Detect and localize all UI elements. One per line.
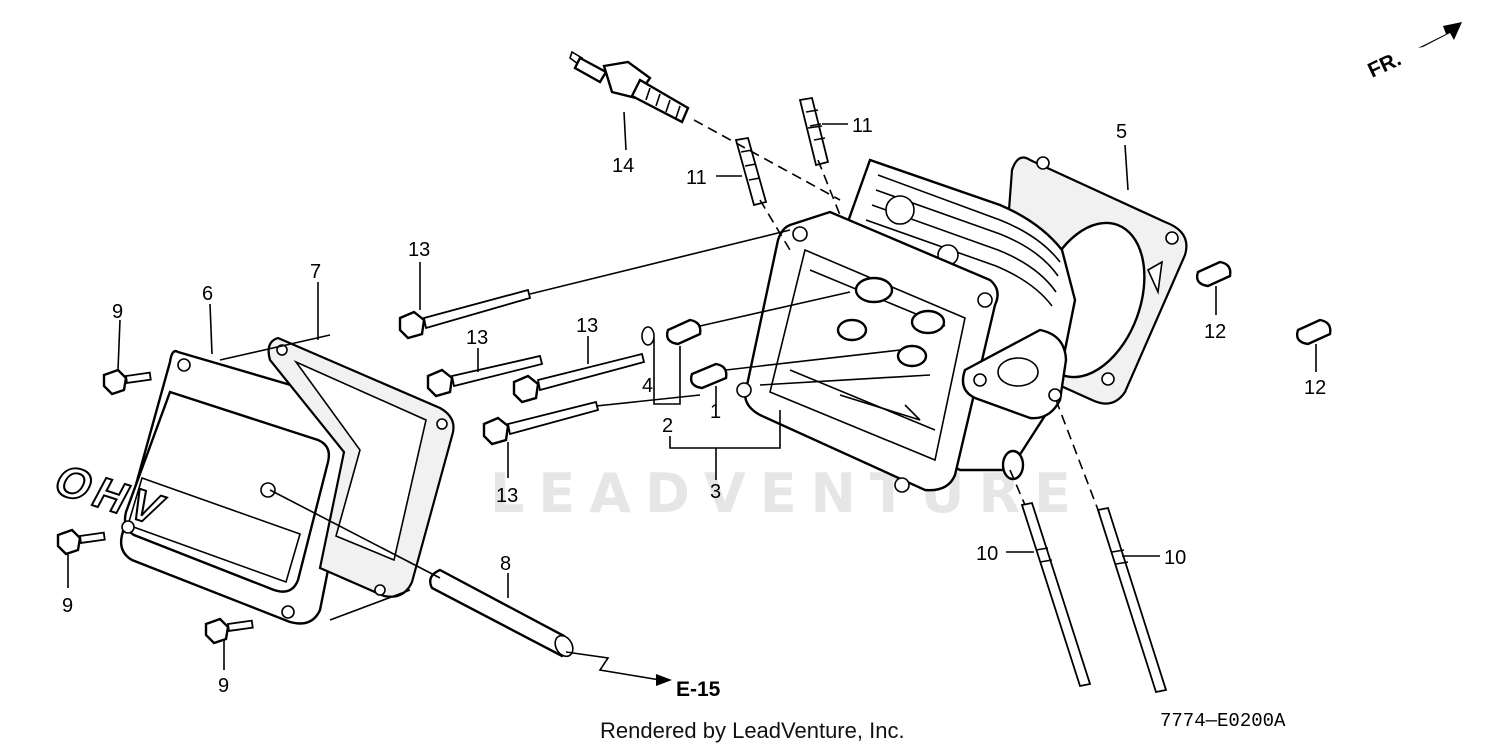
stud-bolt-upper	[798, 96, 830, 167]
breather-tube	[429, 568, 574, 658]
callout-12-lower: 12	[1304, 377, 1326, 399]
watermark-text: LEADVENTURE	[490, 462, 1085, 525]
callout-11-upper: 11	[852, 115, 873, 137]
leader-lines	[67, 111, 1317, 686]
callout-8: 8	[500, 553, 511, 575]
callout-13-middle-right: 13	[576, 315, 598, 337]
long-stud-left	[1020, 501, 1092, 688]
callout-9-left: 9	[62, 595, 73, 617]
callout-13-middle-left: 13	[466, 327, 488, 349]
long-stud-right	[1096, 506, 1168, 694]
callout-13-bottom: 13	[496, 485, 518, 507]
callout-9-top: 9	[112, 301, 123, 323]
spark-plug	[569, 50, 690, 124]
stud-bolt-lower	[734, 136, 768, 207]
head-bolt-top	[398, 288, 532, 340]
reference-label: E-15	[676, 678, 721, 701]
callout-14: 14	[612, 155, 634, 177]
callout-11-lower: 11	[686, 167, 707, 189]
o-ring	[641, 326, 655, 346]
callout-13-top: 13	[408, 239, 430, 261]
head-bolt-lower	[482, 400, 600, 446]
dowel-pin-lower	[689, 362, 728, 390]
callout-7: 7	[310, 261, 321, 283]
cylinder-head	[736, 158, 1077, 493]
callout-3: 3	[710, 481, 721, 503]
head-cover-gasket	[267, 336, 455, 598]
flange-bolt-upper	[102, 368, 152, 396]
callout-6: 6	[202, 283, 213, 305]
footer-credit: Rendered by LeadVenture, Inc.	[600, 718, 905, 743]
head-cover: OHV	[45, 349, 358, 625]
flange-bolt-lower	[204, 617, 254, 645]
flange-bolt-left	[56, 528, 106, 556]
callout-10-left: 10	[976, 543, 998, 565]
callout-9-bottom: 9	[218, 675, 229, 697]
callout-12-upper: 12	[1204, 321, 1226, 343]
dowel-pin-upper	[665, 318, 702, 346]
callout-4: 4	[642, 375, 653, 397]
front-arrow-icon	[1418, 22, 1462, 48]
callout-labels: 14 11 11 5 12 12 13 13 13 13 6 7 9 9 9 8…	[62, 115, 1326, 697]
head-bolt-middle-left	[426, 354, 544, 398]
callout-10-right: 10	[1164, 547, 1186, 569]
callout-2: 2	[662, 415, 673, 437]
front-direction-label: FR.	[1364, 47, 1404, 82]
front-direction-indicator: FR.	[1364, 22, 1462, 83]
callout-5: 5	[1116, 121, 1127, 143]
dowel-pin-right-upper	[1195, 260, 1232, 288]
head-bolt-middle-right	[512, 352, 646, 404]
figure-code: 7774—E0200A	[1160, 710, 1286, 732]
dowel-pin-right-lower	[1295, 318, 1332, 346]
callout-1: 1	[710, 401, 721, 423]
